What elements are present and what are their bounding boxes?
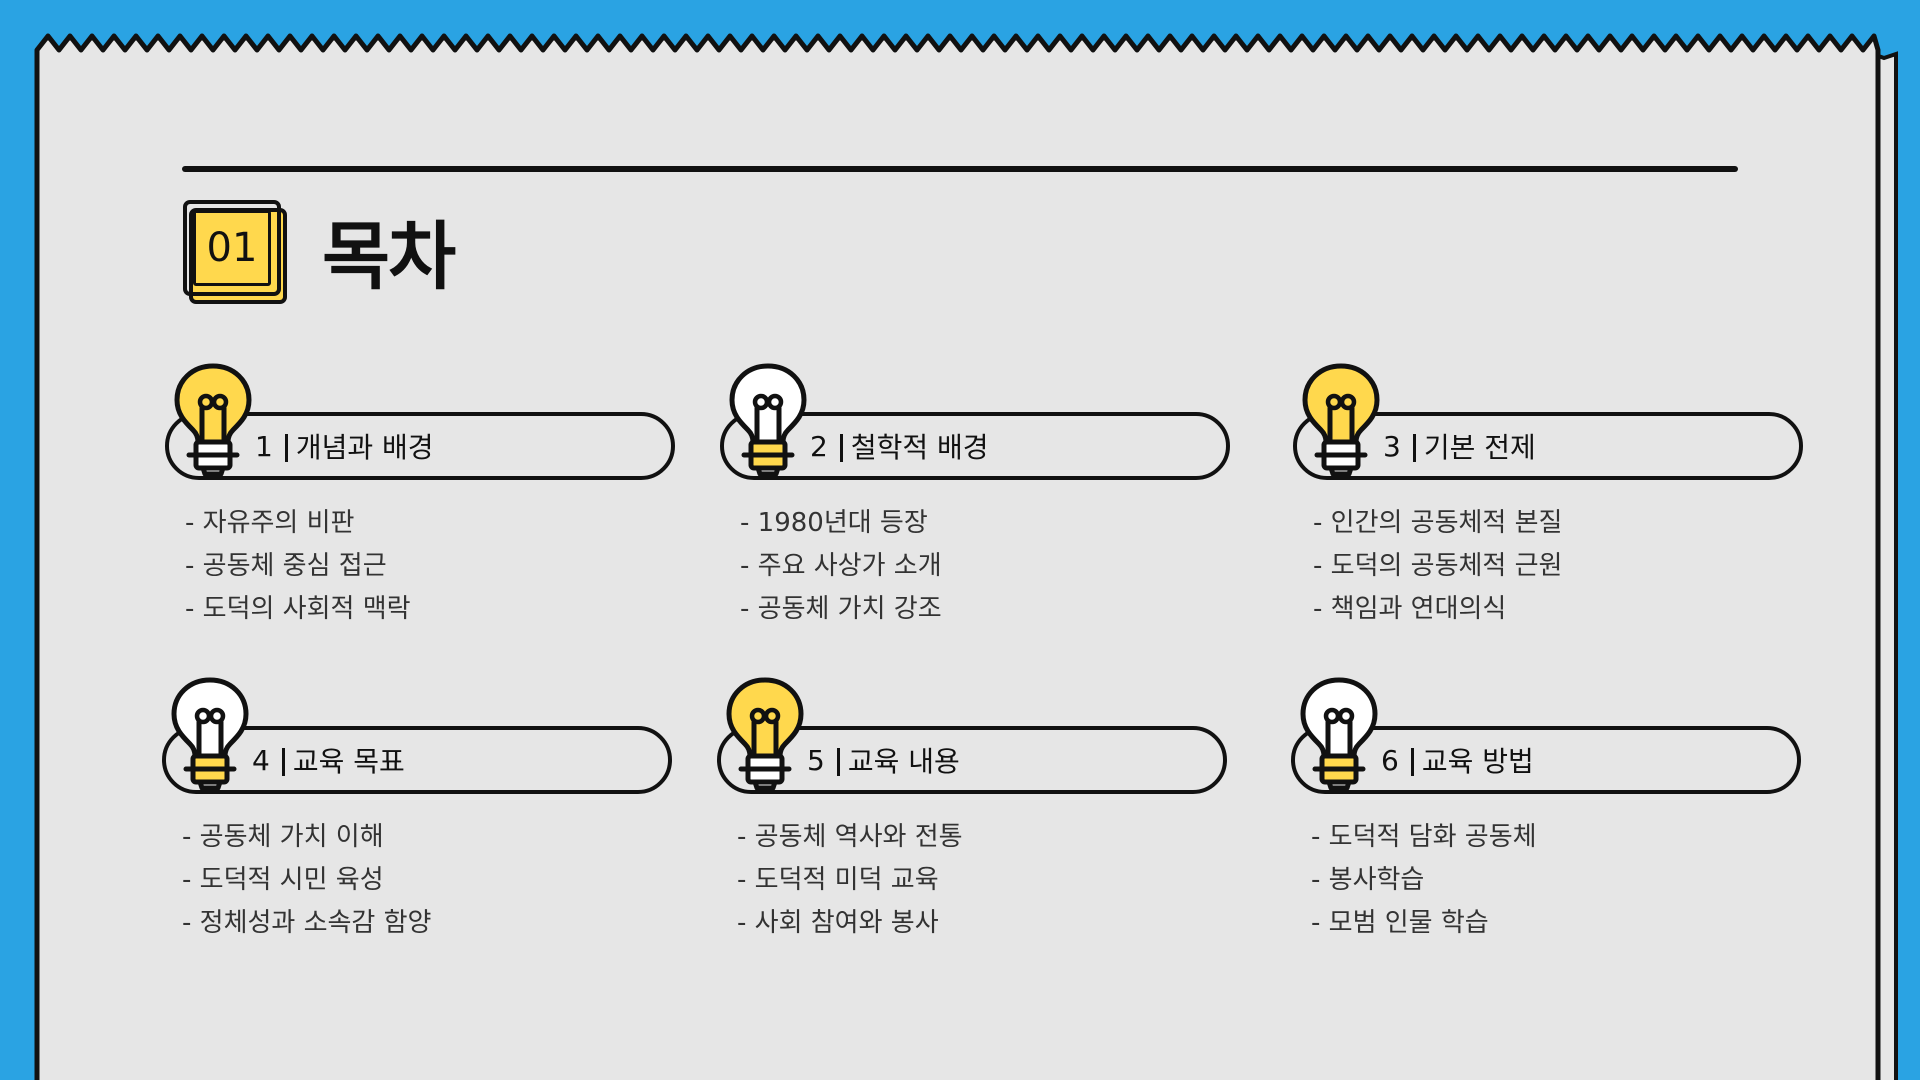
divider-bar [281, 748, 285, 776]
bullet-text: - 도덕의 공동체적 근원 [1313, 551, 1563, 581]
item-title-pill [1293, 412, 1803, 480]
bullet-text: - 공동체 중심 접근 [185, 551, 387, 581]
item-bullets: - 공동체 가치 이해 - 도덕적 시민 육성 - 정체성과 소속감 함양 [182, 816, 431, 945]
lightbulb-icon [1300, 677, 1378, 791]
divider-bar [839, 434, 843, 462]
bullet-text: - 공동체 가치 이해 [182, 822, 384, 852]
item-title-text: 교육 내용 [847, 745, 960, 778]
bullet-text: - 도덕적 미덕 교육 [737, 865, 939, 895]
item-title-text: 철학적 배경 [850, 431, 989, 464]
item-number: 2 [810, 429, 828, 463]
item-title-pill [720, 412, 1230, 480]
bullet-text: - 공동체 역사와 전통 [737, 822, 963, 852]
bullet-text: - 봉사학습 [1311, 865, 1425, 895]
item-number: 6 [1381, 743, 1399, 777]
bullet-text: - 도덕적 시민 육성 [182, 865, 384, 895]
bullet-text: - 모범 인물 학습 [1311, 908, 1489, 938]
bullet-text: - 공동체 가치 강조 [740, 594, 942, 624]
item-bullets: - 자유주의 비판 - 공동체 중심 접근 - 도덕의 사회적 맥락 [185, 502, 411, 631]
item-number: 3 [1383, 429, 1401, 463]
divider-bar [284, 434, 288, 462]
agenda-item-3: 3 기본 전제 - 인간의 공동체적 본질 - 도덕의 공동체적 근원 - 책임… [1293, 362, 1853, 672]
lightbulb-icon [1302, 363, 1380, 477]
bullet-text: - 책임과 연대의식 [1313, 594, 1507, 624]
item-number: 5 [807, 743, 825, 777]
header-rule [182, 166, 1738, 172]
item-title-text: 개념과 배경 [295, 431, 434, 464]
bullet-text: - 사회 참여와 봉사 [737, 908, 939, 938]
item-title: 3 기본 전제 [1383, 412, 1536, 480]
item-title-pill [165, 412, 675, 480]
bullet-text: - 주요 사상가 소개 [740, 551, 942, 581]
divider-bar [1412, 434, 1416, 462]
badge-frame: 01 [183, 200, 281, 296]
item-title-pill [717, 726, 1227, 794]
lightbulb-icon [171, 677, 249, 791]
lightbulb-icon [729, 363, 807, 477]
section-number: 01 [193, 210, 271, 286]
item-title-text: 교육 방법 [1421, 745, 1534, 778]
divider-bar [1410, 748, 1414, 776]
bullet-text: - 도덕의 사회적 맥락 [185, 594, 411, 624]
item-bullets: - 공동체 역사와 전통 - 도덕적 미덕 교육 - 사회 참여와 봉사 [737, 816, 963, 945]
agenda-item-4: 4 교육 목표 - 공동체 가치 이해 - 도덕적 시민 육성 - 정체성과 소… [162, 676, 722, 986]
item-title-pill [162, 726, 672, 794]
bullet-text: - 인간의 공동체적 본질 [1313, 508, 1563, 538]
page-title: 목차 [322, 214, 456, 300]
item-title: 6 교육 방법 [1381, 726, 1534, 794]
lightbulb-icon [174, 363, 252, 477]
item-title: 5 교육 내용 [807, 726, 960, 794]
item-number: 1 [255, 429, 273, 463]
section-number-badge: 01 [183, 200, 287, 304]
item-title-text: 기본 전제 [1423, 431, 1536, 464]
item-title: 4 교육 목표 [252, 726, 405, 794]
agenda-item-6: 6 교육 방법 - 도덕적 담화 공동체 - 봉사학습 - 모범 인물 학습 [1291, 676, 1851, 986]
item-bullets: - 도덕적 담화 공동체 - 봉사학습 - 모범 인물 학습 [1311, 816, 1537, 945]
item-title: 2 철학적 배경 [810, 412, 989, 480]
item-title-pill [1291, 726, 1801, 794]
item-bullets: - 인간의 공동체적 본질 - 도덕의 공동체적 근원 - 책임과 연대의식 [1313, 502, 1562, 631]
item-title: 1 개념과 배경 [255, 412, 434, 480]
item-bullets: - 1980년대 등장 - 주요 사상가 소개 - 공동체 가치 강조 [740, 502, 942, 631]
bullet-text: - 도덕적 담화 공동체 [1311, 822, 1537, 852]
bullet-text: - 정체성과 소속감 함양 [182, 908, 432, 938]
item-number: 4 [252, 743, 270, 777]
bullet-text: - 자유주의 비판 [185, 508, 355, 538]
divider-bar [836, 748, 840, 776]
bullet-text: - 1980년대 등장 [740, 508, 928, 538]
agenda-item-2: 2 철학적 배경 - 1980년대 등장 - 주요 사상가 소개 - 공동체 가… [720, 362, 1280, 672]
item-title-text: 교육 목표 [292, 745, 405, 778]
lightbulb-icon [726, 677, 804, 791]
agenda-item-1: 1 개념과 배경 - 자유주의 비판 - 공동체 중심 접근 - 도덕의 사회적… [165, 362, 725, 672]
agenda-item-5: 5 교육 내용 - 공동체 역사와 전통 - 도덕적 미덕 교육 - 사회 참여… [717, 676, 1277, 986]
